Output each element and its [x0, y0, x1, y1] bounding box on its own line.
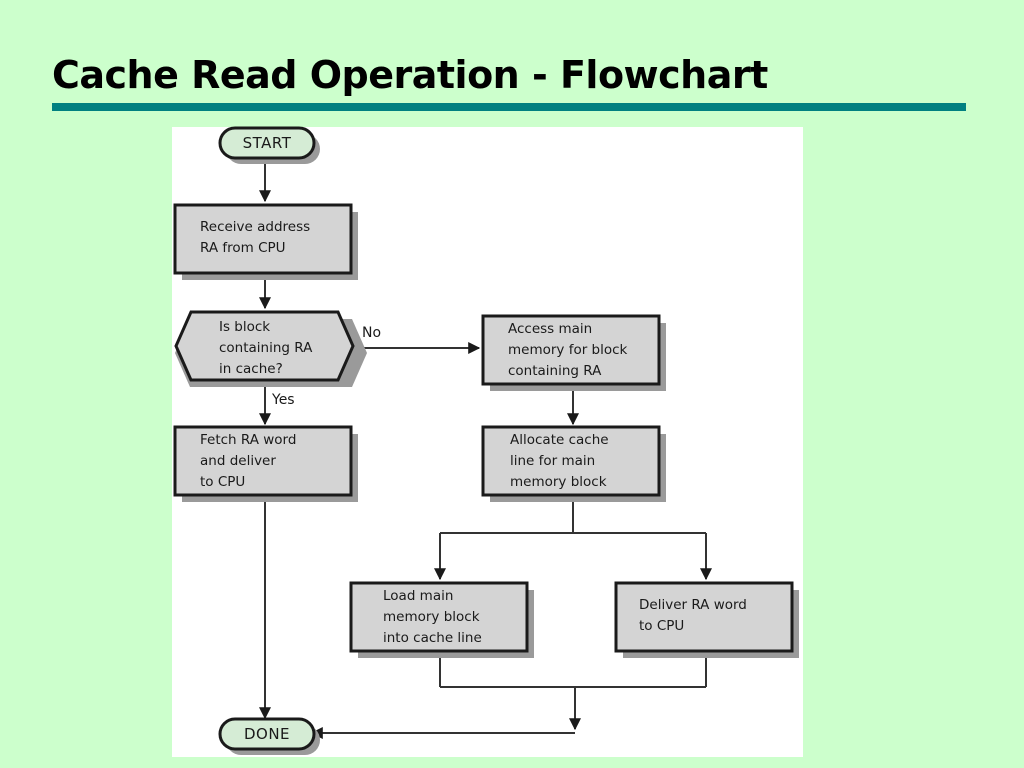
node-start-label: START	[243, 134, 292, 152]
node-decision-block-in-cache[interactable]: Is block containing RA in cache?	[174, 310, 367, 387]
node-start[interactable]: START	[218, 126, 320, 164]
node-receive-label-line2: RA from CPU	[200, 240, 286, 256]
node-allocate-cache-line[interactable]: Allocate cache line for main memory bloc…	[481, 425, 666, 502]
node-done-label: DONE	[244, 725, 290, 743]
node-deliver-label-line1: Deliver RA word	[639, 597, 747, 613]
node-done[interactable]: DONE	[218, 717, 320, 755]
node-allocate-shape	[481, 425, 661, 497]
node-access-label-line3: containing RA	[508, 363, 602, 379]
node-done-shape	[218, 717, 316, 751]
node-load-main-memory-block[interactable]: Load main memory block into cache line	[349, 581, 534, 658]
node-allocate-label-line2: line for main	[510, 453, 595, 469]
node-access-shape	[481, 314, 661, 386]
edge-label-yes: Yes	[271, 392, 295, 408]
node-start-shape	[218, 126, 316, 160]
node-deliver-shape	[614, 581, 794, 653]
node-decision-label-line3: in cache?	[219, 361, 283, 377]
edge-label-no: No	[362, 325, 381, 341]
node-access-label-line1: Access main	[508, 321, 592, 337]
title-underline-rule	[52, 103, 966, 111]
node-load-shape	[349, 581, 529, 653]
node-deliver-ra-word[interactable]: Deliver RA word to CPU	[614, 581, 799, 658]
node-deliver-label-line2: to CPU	[639, 618, 684, 634]
node-receive-label-line1: Receive address	[200, 219, 310, 235]
node-fetch-ra-word[interactable]: Fetch RA word and deliver to CPU	[173, 425, 358, 502]
page-title: Cache Read Operation - Flowchart	[52, 53, 768, 97]
node-load-label-line3: into cache line	[383, 630, 482, 646]
node-decision-label-line1: Is block	[219, 319, 270, 335]
node-load-label-line2: memory block	[383, 609, 480, 625]
node-decision-label-line2: containing RA	[219, 340, 313, 356]
node-receive-shape	[173, 203, 353, 275]
node-fetch-label-line3: to CPU	[200, 474, 245, 490]
node-decision-shape	[174, 310, 355, 382]
node-access-label-line2: memory for block	[508, 342, 628, 358]
node-allocate-label-line1: Allocate cache	[510, 432, 609, 448]
node-fetch-label-line1: Fetch RA word	[200, 432, 296, 448]
node-fetch-shape	[173, 425, 353, 497]
node-fetch-label-line2: and deliver	[200, 453, 276, 469]
node-access-main-memory[interactable]: Access main memory for block containing …	[481, 314, 666, 391]
node-load-label-line1: Load main	[383, 588, 453, 604]
node-receive-address[interactable]: Receive address RA from CPU	[173, 203, 358, 280]
node-allocate-label-line3: memory block	[510, 474, 607, 490]
